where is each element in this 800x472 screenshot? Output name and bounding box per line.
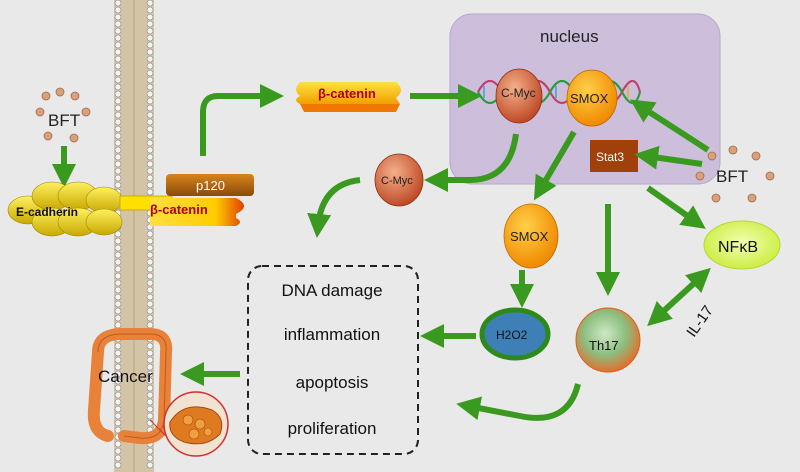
nfkb-molecule: NFκB <box>703 220 781 270</box>
th17-label: Th17 <box>589 338 619 353</box>
p120-protein: p120 <box>166 174 254 196</box>
outcome-proliferation: proliferation <box>288 419 377 438</box>
beta-catenin-free: β-catenin <box>296 82 401 112</box>
beta-catenin-membrane-label: β-catenin <box>150 202 208 217</box>
th17-cell: Th17 <box>575 307 641 373</box>
c-myc-nucleus-label: C-Myc <box>501 86 536 100</box>
arrow-nucleus-to-nfkb <box>646 185 706 229</box>
outcomes-box <box>247 265 419 455</box>
smox-cytoplasm-label: SMOX <box>510 229 549 244</box>
c-myc-cytoplasm-label: C-Myc <box>381 175 413 187</box>
arrow-smox-nucleus-to-smox <box>533 130 577 201</box>
arrow-membrane-to-beta-catenin <box>200 84 284 156</box>
outcome-dna-damage: DNA damage <box>281 281 382 300</box>
arrow-bft-to-smox <box>629 99 710 153</box>
smox-cytoplasm: SMOX <box>503 203 559 269</box>
beta-catenin-free-label: β-catenin <box>318 86 376 101</box>
nucleus-label: nucleus <box>540 27 599 46</box>
h2o2-label: H2O2 <box>496 328 528 342</box>
stat3-box: Stat3 <box>590 140 638 172</box>
h2o2-molecule: H2O2 <box>479 307 551 361</box>
arrow-nfkb-th17-il17 <box>647 267 711 327</box>
arrow-th17-to-outcomes <box>456 383 581 421</box>
bft-toxin-right: BFT <box>695 145 775 203</box>
outcome-inflammation: inflammation <box>284 325 380 344</box>
smox-nucleus: SMOX <box>566 69 618 127</box>
smox-nucleus-label: SMOX <box>570 91 609 106</box>
cell-membrane <box>114 0 154 472</box>
colon-illustration: Cancer <box>87 328 229 457</box>
arrow-bft-to-stat3 <box>634 145 703 170</box>
bft-label-top: BFT <box>48 111 80 130</box>
bft-label-right: BFT <box>716 167 748 186</box>
c-myc-nucleus: C-Myc <box>495 68 543 124</box>
c-myc-cytoplasm: C-Myc <box>374 153 424 207</box>
cancer-label: Cancer <box>98 367 153 386</box>
beta-catenin-membrane: β-catenin <box>150 198 244 226</box>
arrow-nucleus-to-c-myc <box>424 133 519 192</box>
bft-toxin-top: BFT <box>35 87 91 143</box>
nfkb-label: NFκB <box>718 239 758 256</box>
il17-label: IL-17 <box>683 303 717 341</box>
e-cadherin-label: E-cadherin <box>16 205 78 219</box>
arrow-c-myc-to-outcomes <box>307 177 361 238</box>
outcome-apoptosis: apoptosis <box>296 373 369 392</box>
e-cadherin-protein: E-cadherin <box>7 181 173 237</box>
p120-label: p120 <box>196 178 225 193</box>
stat3-label: Stat3 <box>596 150 624 164</box>
